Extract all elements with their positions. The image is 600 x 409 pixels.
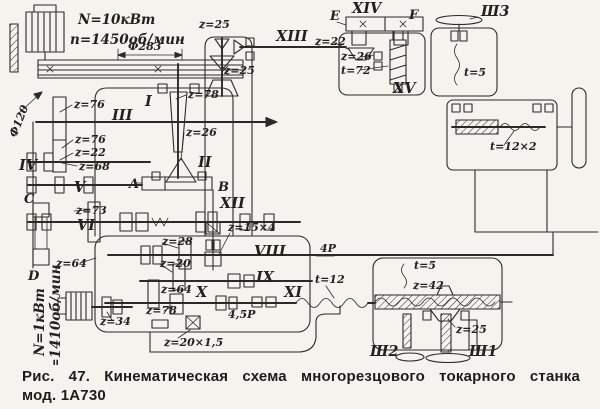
speed-bottom-label: п=1410об/мин: [48, 264, 64, 365]
main-motor: [9, 4, 65, 73]
shaft-viii-line: [107, 231, 554, 270]
feed-gearbox-housing: [94, 235, 311, 333]
dimension-120: [19, 91, 43, 113]
z15x4-label: z=15×4: [227, 221, 276, 234]
top-right-gearbox-housing: [338, 32, 426, 96]
shaft-xii-label: XII: [219, 195, 246, 212]
headstock-housing: [94, 87, 234, 237]
power-top-label: N=10кВт: [77, 12, 155, 28]
feed-motor: [57, 291, 133, 321]
z64-left-label: z=64: [55, 257, 87, 270]
lever-e-label: E: [329, 9, 341, 24]
spindle-column-housing: [204, 36, 253, 237]
t72-worm-label: t=72: [341, 64, 371, 77]
shaft-xiv-label: XIV: [351, 0, 383, 17]
speed-top-label: п=1450об/мин: [70, 32, 185, 48]
bottom-right-slide-housing: [372, 257, 503, 351]
shaft-ii-label: II: [197, 154, 213, 171]
top-right-gearbox: [332, 16, 424, 93]
shift-lever-ab: [135, 176, 213, 191]
t12x2-label: t=12×2: [490, 140, 537, 153]
t12-worm-label: t=12: [315, 273, 345, 286]
power-bottom-label: N=1кВт: [32, 288, 48, 357]
z64-mid-label: z=64: [160, 283, 192, 296]
z25-bevel-lower-label: z=25: [223, 64, 255, 77]
shaft-iii-label: III: [111, 107, 134, 124]
shaft-v-label: V: [74, 179, 87, 196]
z25-bevel-upper-label: z=25: [198, 18, 230, 31]
shaft-v-line: [26, 176, 143, 194]
lever-b-label: B: [217, 180, 229, 195]
cone-drive: [151, 63, 207, 183]
bed-contour: [149, 305, 341, 353]
z42-label: z=42: [412, 279, 444, 292]
screw-sh1-label: Ш1: [468, 343, 497, 360]
dia-120-label: Ф120: [7, 103, 32, 139]
shaft-x-label: X: [195, 284, 208, 301]
spindle-assembly: [205, 37, 278, 128]
shaft-i-label: I: [144, 93, 153, 110]
t5-br-label: t=5: [414, 259, 436, 272]
z78-cone-label: z=78: [187, 88, 219, 101]
shaft-xi-label: XI: [283, 284, 303, 301]
dia-283-label: Ф283: [128, 40, 162, 53]
z26-top-right-label: z=26: [340, 50, 372, 63]
z25-br-label: z=25: [455, 323, 487, 336]
sh3-screw-housing: [430, 27, 498, 97]
screw-sh3-label: Ш3: [480, 3, 509, 20]
shaft-xv-label: XV: [392, 80, 417, 97]
z22-top-label: z=22: [314, 35, 346, 48]
shaft-xiii-label: XIII: [275, 28, 309, 45]
pitch-4-label: 4Р: [320, 242, 337, 255]
shaft-xii-line: [204, 189, 231, 271]
z20x15-label: z=20×1,5: [163, 336, 223, 349]
screw-sh2-label: Ш2: [369, 343, 398, 360]
shaft-xi-line: [215, 285, 376, 311]
z76-upper-label: z=76: [73, 98, 105, 111]
cone-pulleys-cd: [32, 202, 50, 266]
cross-slide: [446, 87, 599, 233]
leader-lines: [59, 104, 179, 321]
shaft-vi-label: VI: [77, 217, 96, 234]
z20-label: z=20: [159, 257, 191, 270]
kinematic-diagram: N=10кВтп=1450об/минФ283Ф120z=76IIIz=76z=…: [7, 0, 599, 365]
z22-left-label: z=22: [74, 146, 106, 159]
shaft-iv-line: [26, 152, 151, 172]
shaft-viii-label: VIII: [254, 243, 287, 260]
caption-line-1: Рис. 47. Кинематическая схема многорезцо…: [22, 368, 580, 385]
pitch-45-label: 4,5Р: [228, 308, 256, 321]
z68-label: z=68: [78, 160, 110, 173]
z78-low-label: z=78: [145, 304, 177, 317]
z26-cone-label: z=26: [185, 126, 217, 139]
z73-label: z=73: [75, 204, 107, 217]
z76-lower-label: z=76: [74, 133, 106, 146]
sh3-screw-assembly: [435, 14, 483, 86]
shaft-ix-line: [139, 263, 313, 291]
lever-f-label: F: [408, 8, 419, 23]
dimension-283: [117, 48, 183, 61]
z28-label: z=28: [161, 235, 193, 248]
t5-top-label: t=5: [464, 66, 486, 79]
shaft-iv-label: IV: [18, 157, 39, 174]
shaft-iii-line: [35, 96, 251, 173]
bottom-right-slide: [374, 263, 513, 364]
pulley-d-label: D: [27, 269, 40, 284]
lever-a-label: A: [127, 177, 139, 192]
pulley-c-label: C: [24, 192, 35, 207]
figure-caption: Рис. 47. Кинематическая схема многорезцо…: [22, 368, 580, 405]
shaft-ix-label: IX: [255, 269, 275, 286]
caption-line-2: мод. 1А730: [22, 387, 106, 404]
z34-label: z=34: [99, 315, 131, 328]
flat-belt-drive: [37, 59, 244, 79]
